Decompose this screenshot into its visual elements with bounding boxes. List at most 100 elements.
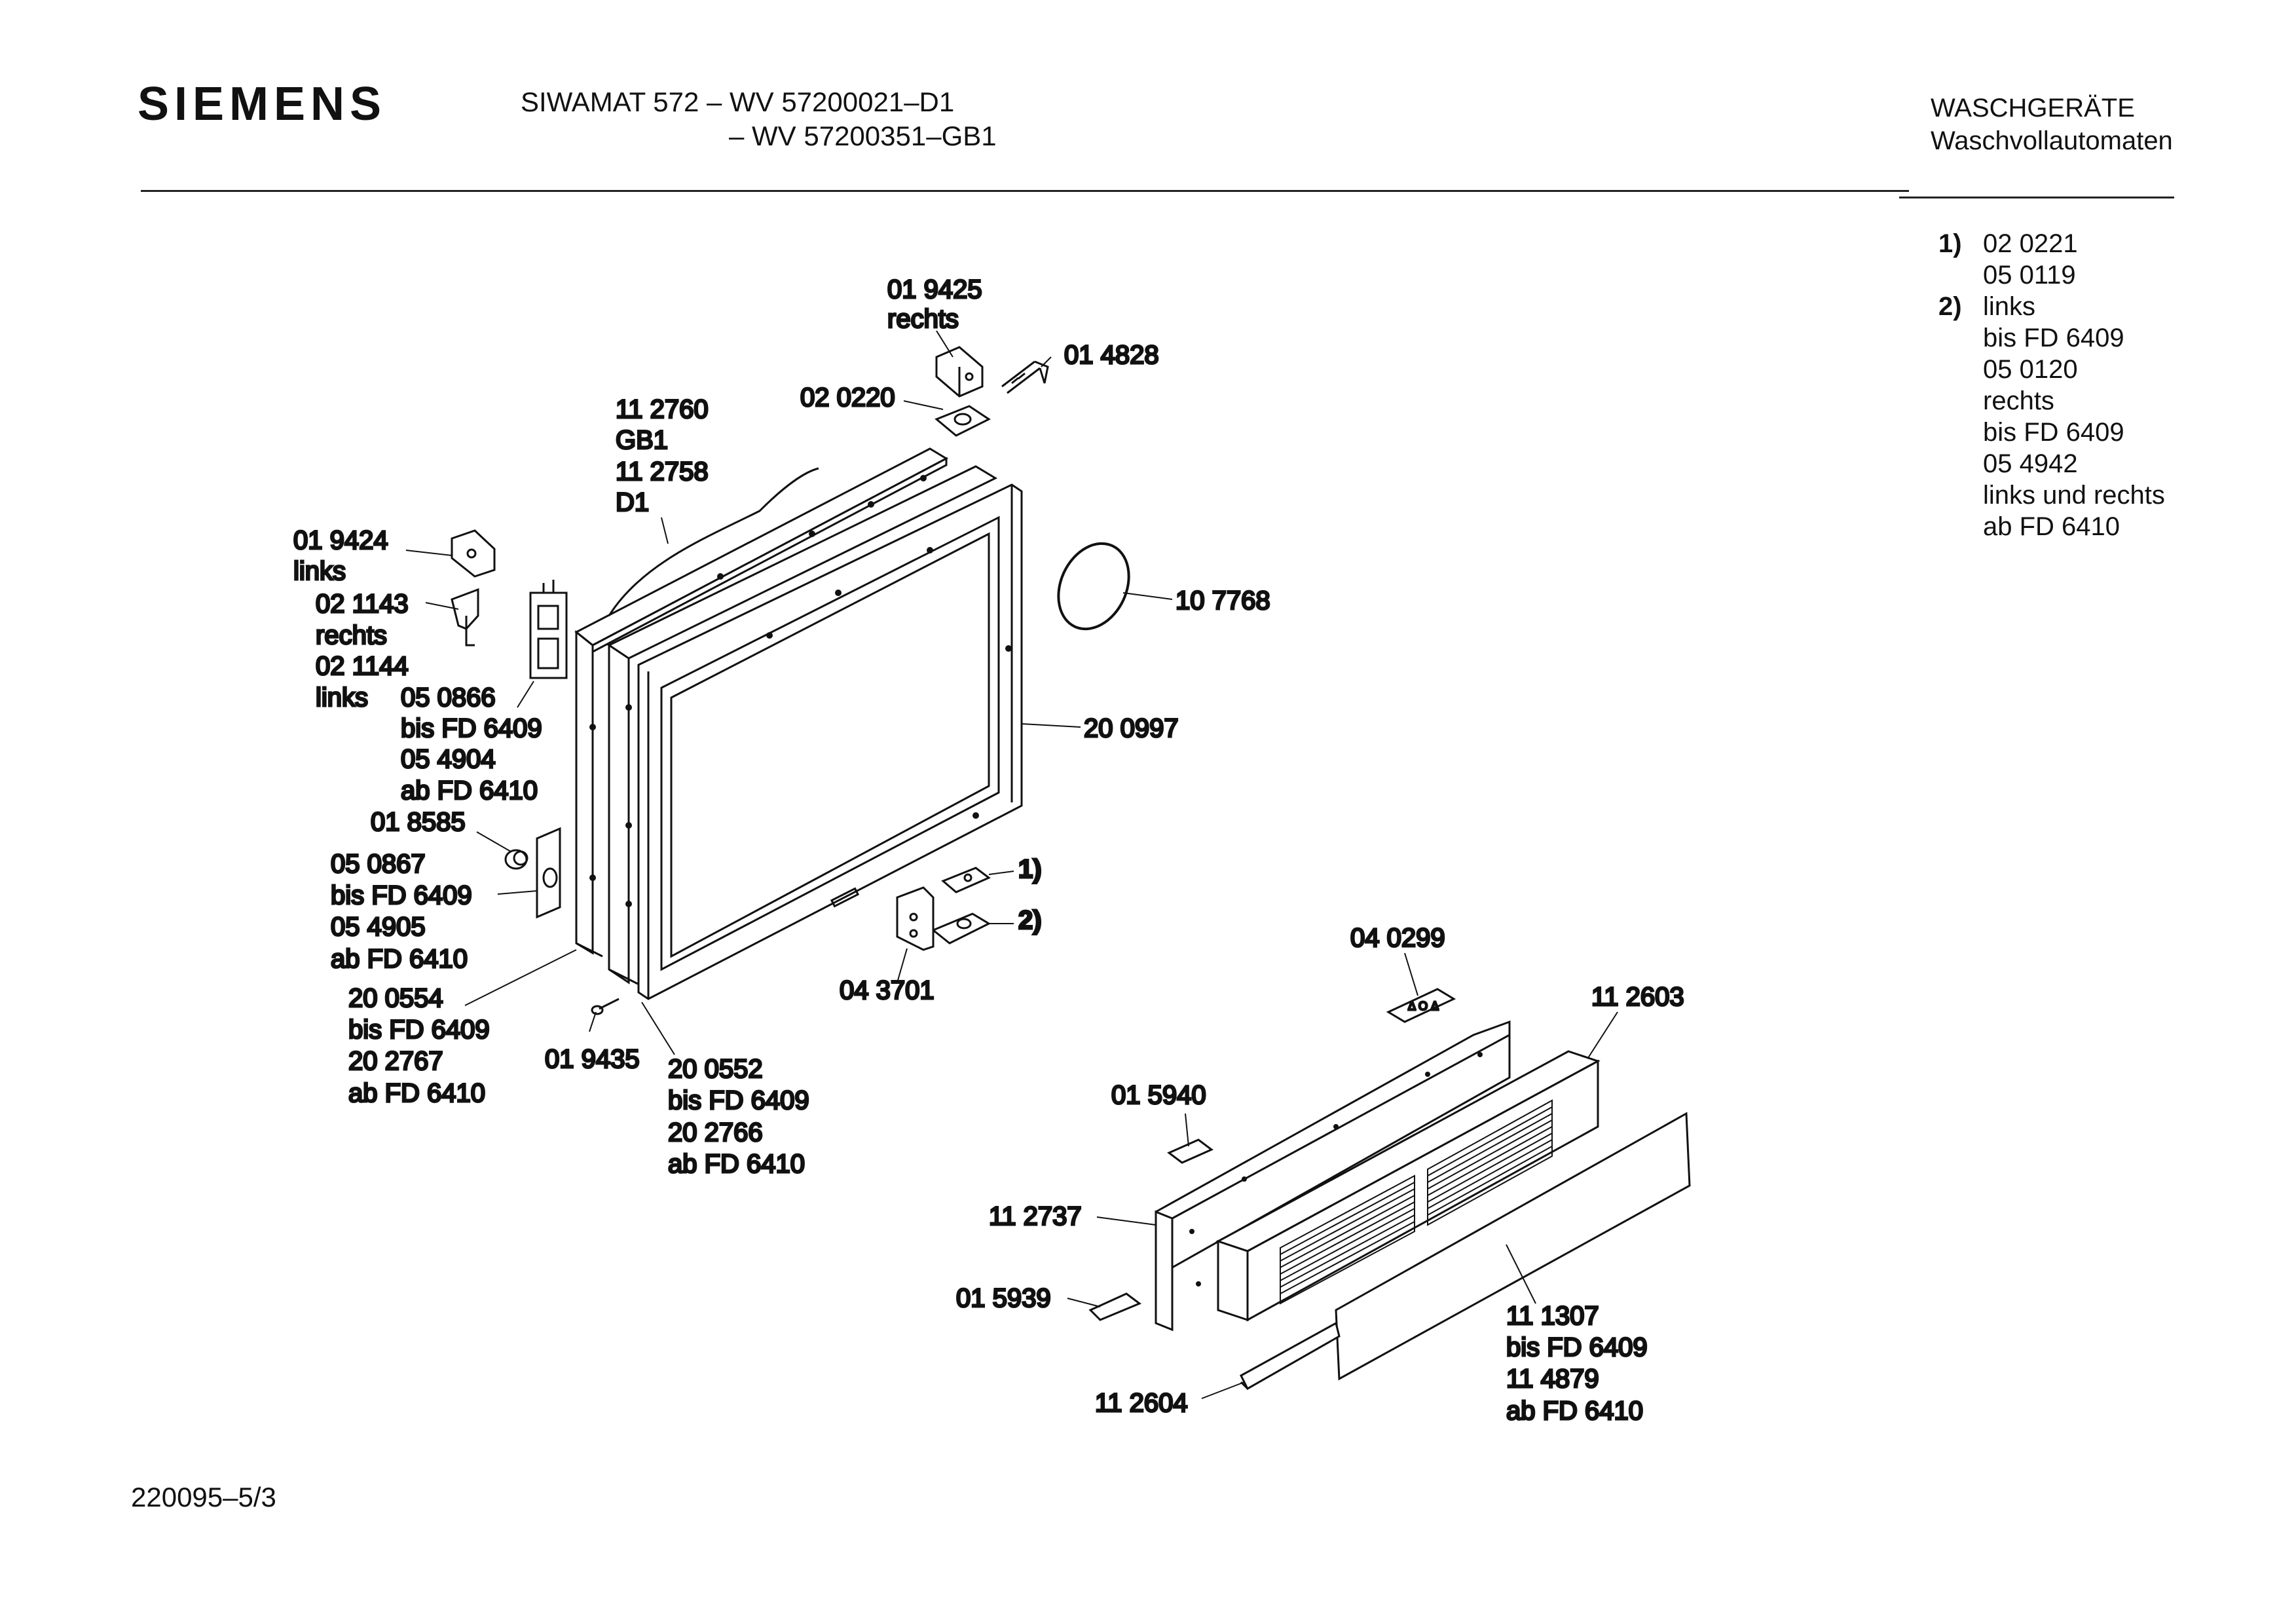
part-label: 04 0299 bbox=[1350, 924, 1445, 952]
model-designation: SIWAMAT 572 – WV 57200021–D1 – WV 572003… bbox=[521, 85, 997, 153]
category-title: WASCHGERÄTE bbox=[1931, 94, 2135, 122]
part-label: rechts bbox=[887, 305, 959, 333]
part-label: 05 0866 bbox=[401, 683, 496, 712]
part-label: bis FD 6409 bbox=[1506, 1333, 1648, 1362]
rear-frame-front bbox=[591, 457, 948, 654]
part-label: 01 9425 bbox=[887, 275, 982, 304]
part-label: 01 4828 bbox=[1064, 341, 1159, 369]
panel-bottom-rail bbox=[1240, 1321, 1341, 1391]
part-label: 10 7768 bbox=[1176, 586, 1270, 615]
footnote-2-marker: 2) bbox=[1938, 292, 1962, 321]
door-lock-mechanism bbox=[529, 580, 568, 679]
drawing-number: 220095–5/3 bbox=[131, 1482, 276, 1512]
label-plate bbox=[1386, 988, 1456, 1023]
part-label: 02 1143 bbox=[316, 590, 409, 618]
footnote-text: links bbox=[1983, 292, 2036, 321]
part-label: 20 0554 bbox=[348, 984, 443, 1013]
footnote-text: links und rechts bbox=[1983, 481, 2165, 510]
panel-fascia-end bbox=[1217, 1239, 1249, 1322]
part-label: 11 2758 bbox=[616, 457, 709, 486]
header-rule-right bbox=[1899, 197, 2174, 198]
latch-hook bbox=[451, 588, 479, 647]
part-label: links bbox=[293, 557, 346, 586]
footnote-text: 05 0119 bbox=[1983, 261, 2076, 290]
seal-curve bbox=[608, 467, 819, 616]
hinge-pin-plate bbox=[935, 405, 991, 437]
porthole-seal bbox=[1057, 542, 1130, 631]
hinge-bracket-left bbox=[451, 529, 496, 578]
handle-plate bbox=[536, 827, 561, 919]
model-line-1: SIWAMAT 572 – WV 57200021–D1 bbox=[521, 86, 955, 117]
part-label: 20 0997 bbox=[1084, 714, 1179, 743]
part-label: GB1 bbox=[616, 426, 668, 455]
footnote-text: rechts bbox=[1983, 386, 2054, 415]
footnote-text: 05 0120 bbox=[1983, 355, 2078, 384]
footnote-text: bis FD 6409 bbox=[1983, 324, 2124, 352]
category: WASCHGERÄTE Waschvollautomaten bbox=[1931, 92, 2173, 157]
small-screw bbox=[591, 998, 620, 1015]
front-frame-glass bbox=[670, 532, 990, 958]
part-label: 11 2604 bbox=[1095, 1389, 1188, 1417]
hinge-screw bbox=[1001, 360, 1049, 394]
part-label: ab FD 6410 bbox=[348, 1079, 485, 1108]
panel-front-cover bbox=[1335, 1112, 1691, 1381]
footnote-text: ab FD 6410 bbox=[1983, 512, 2120, 541]
footnotes: 1) 02 0221 05 0119 2) links bis FD 6409 … bbox=[1938, 228, 2165, 542]
frame-slot bbox=[830, 887, 860, 908]
part-label: D1 bbox=[616, 488, 649, 517]
hinge-plate-note-2 bbox=[931, 912, 991, 945]
middle-frame-side bbox=[608, 643, 630, 985]
part-label: ab FD 6410 bbox=[401, 776, 538, 805]
footnote-2: 2) links bbox=[1938, 291, 2165, 322]
hinge-plate-note-1 bbox=[941, 867, 991, 893]
part-label: 11 2737 bbox=[989, 1202, 1082, 1231]
part-label: 20 2767 bbox=[348, 1047, 443, 1076]
footnote-ref: 1) bbox=[1018, 855, 1042, 884]
footnote-text: 05 4942 bbox=[1983, 449, 2078, 478]
part-label: 02 0220 bbox=[800, 383, 895, 412]
footnote-1-marker: 1) bbox=[1938, 229, 1962, 258]
door-frame-assembly bbox=[574, 447, 1023, 1000]
part-label: 02 1144 bbox=[316, 652, 409, 681]
footnote-text: bis FD 6409 bbox=[1983, 418, 2124, 447]
part-label: 05 0867 bbox=[331, 850, 426, 878]
hinge-bracket-right bbox=[935, 346, 984, 398]
part-label: 04 3701 bbox=[840, 976, 935, 1005]
part-label: rechts bbox=[316, 621, 387, 650]
part-label: 20 2766 bbox=[668, 1118, 763, 1147]
svg-text:Δ O Δ: Δ O Δ bbox=[1408, 1000, 1439, 1013]
part-label: 11 4879 bbox=[1506, 1364, 1599, 1393]
part-label: ab FD 6410 bbox=[668, 1150, 805, 1178]
front-frame-inner bbox=[660, 516, 1000, 971]
part-label: bis FD 6409 bbox=[668, 1086, 809, 1115]
panel-foot bbox=[1088, 1292, 1141, 1321]
part-label: 01 5940 bbox=[1111, 1081, 1206, 1110]
part-label: 01 5939 bbox=[956, 1284, 1051, 1313]
footnote-1: 1) 02 0221 bbox=[1938, 228, 2165, 259]
part-label: ab FD 6410 bbox=[331, 945, 468, 973]
handle-button bbox=[504, 849, 528, 870]
part-label: 20 0552 bbox=[668, 1055, 763, 1083]
panel-clip bbox=[1167, 1138, 1213, 1164]
part-label: 01 9424 bbox=[293, 526, 388, 555]
control-panel-assembly: Δ O Δ bbox=[1088, 988, 1691, 1391]
part-label: 05 4905 bbox=[331, 912, 426, 941]
brand-logo: SIEMENS bbox=[138, 78, 387, 130]
leader-lines bbox=[405, 330, 1618, 1399]
header-rule bbox=[141, 190, 1909, 192]
part-label: links bbox=[316, 683, 368, 712]
model-line-2: – WV 57200351–GB1 bbox=[729, 121, 997, 151]
part-label: bis FD 6409 bbox=[348, 1015, 490, 1044]
part-label: 05 4904 bbox=[401, 745, 496, 774]
frame-rivets bbox=[589, 475, 1012, 907]
part-labels: 01 9425 rechts 01 4828 02 0220 11 2760 G… bbox=[293, 274, 1686, 1427]
part-label: bis FD 6409 bbox=[331, 881, 472, 910]
rear-frame-side bbox=[575, 629, 594, 955]
footnote-text: 02 0221 bbox=[1983, 229, 2078, 258]
part-label: ab FD 6410 bbox=[1506, 1397, 1643, 1425]
footnote-ref: 2) bbox=[1018, 906, 1042, 935]
part-label: 11 1307 bbox=[1506, 1302, 1599, 1330]
part-label: 01 9435 bbox=[545, 1045, 640, 1074]
part-label: bis FD 6409 bbox=[401, 714, 542, 743]
